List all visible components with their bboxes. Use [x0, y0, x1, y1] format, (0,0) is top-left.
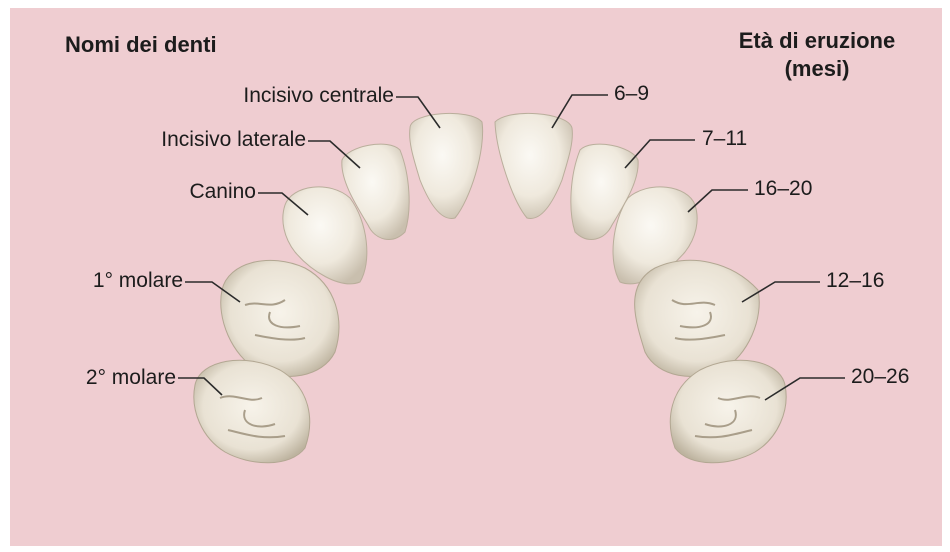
age-first-molar: 12–16 — [826, 269, 884, 293]
label-second-molar: 2° molare — [20, 366, 176, 390]
eruption-age-header-line2: (mesi) — [712, 56, 922, 82]
tooth-first-molar-right — [635, 260, 760, 376]
label-central-incisor: Incisivo centrale — [150, 84, 394, 108]
label-first-molar: 1° molare — [40, 269, 183, 293]
age-lateral-incisor: 7–11 — [702, 127, 747, 151]
age-second-molar: 20–26 — [851, 365, 909, 389]
eruption-age-header: Età di eruzione (mesi) — [712, 28, 922, 82]
age-canine: 16–20 — [754, 177, 812, 201]
label-lateral-incisor: Incisivo laterale — [70, 128, 306, 152]
label-canine: Canino — [120, 180, 256, 204]
tooth-first-molar-left — [221, 260, 339, 376]
age-central-incisor: 6–9 — [614, 82, 649, 106]
leader-line-age-16-20 — [688, 190, 748, 212]
tooth-names-header: Nomi dei denti — [65, 32, 217, 58]
eruption-age-header-line1: Età di eruzione — [712, 28, 922, 54]
tooth-central-incisor-right — [495, 113, 572, 218]
tooth-central-incisor-left — [410, 113, 483, 218]
